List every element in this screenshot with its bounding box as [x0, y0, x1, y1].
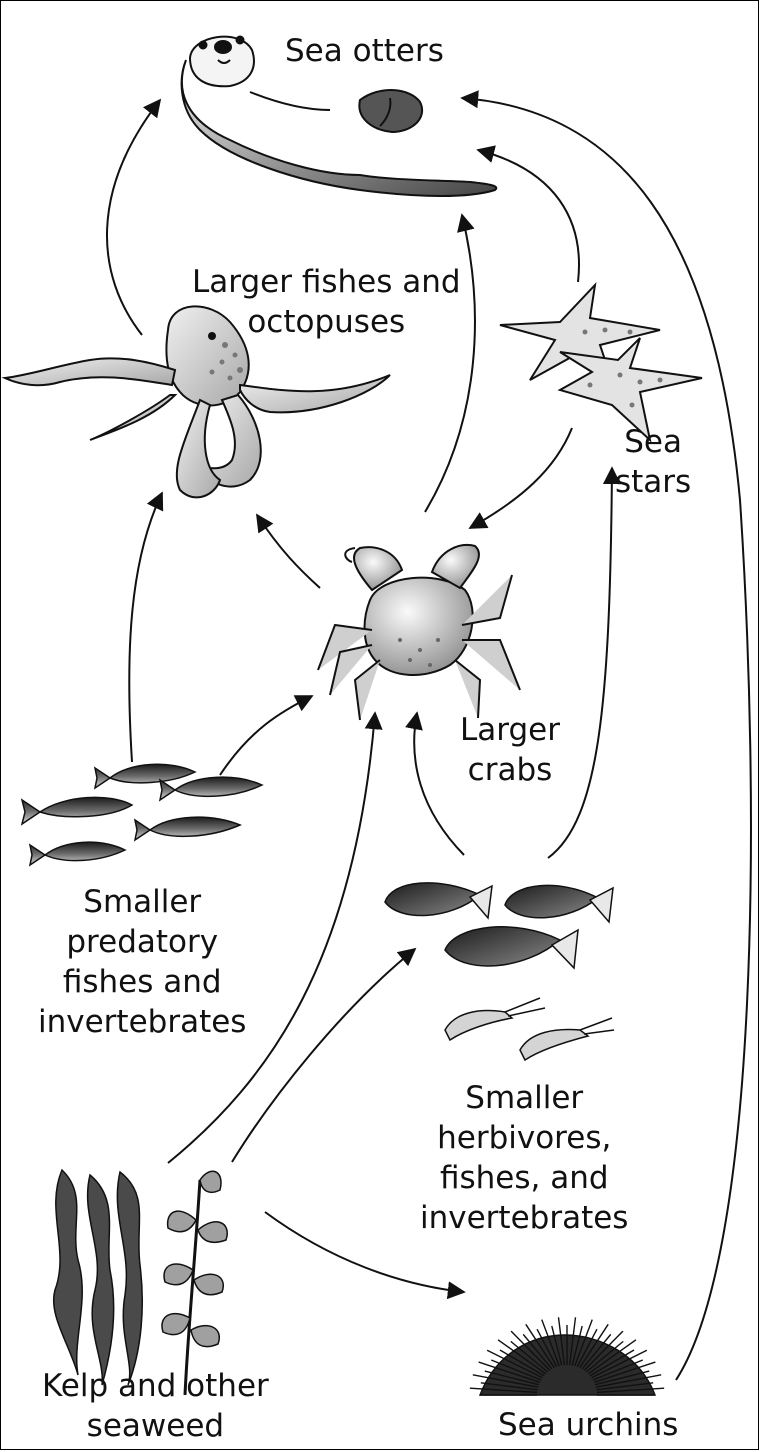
label-larger-crabs: Larger crabs — [460, 710, 560, 790]
label-smaller-predatory: Smaller predatory fishes and invertebrat… — [38, 882, 246, 1042]
label-sea-urchins: Sea urchins — [498, 1405, 678, 1445]
label-sea-stars: Sea stars — [615, 422, 691, 502]
kelp-illustration — [54, 1170, 143, 1385]
arrow-predfish-to-crab — [220, 696, 312, 775]
arrow-seastar-to-crab — [470, 428, 572, 528]
tuna-school-illustration — [22, 764, 262, 865]
sea-urchin-illustration — [470, 1317, 664, 1395]
arrow-crab-to-octopus — [257, 515, 320, 588]
arrow-seastar-to-otter — [478, 150, 579, 282]
crab-illustration — [318, 545, 520, 720]
arrow-octopus-to-otter — [107, 100, 160, 335]
label-kelp-and-seaweed: Kelp and other seaweed — [42, 1366, 269, 1446]
label-larger-fishes-and-octopuses: Larger fishes and octopuses — [192, 262, 461, 342]
arrow-herbivore-to-seastar — [548, 468, 612, 858]
label-sea-otters: Sea otters — [285, 31, 444, 71]
label-smaller-herbivores: Smaller herbivores, fishes, and inverteb… — [420, 1078, 628, 1238]
krill-illustration — [445, 998, 614, 1060]
arrow-kelp-to-herbivore — [232, 949, 415, 1162]
arrow-herbivore-to-crab — [414, 713, 464, 855]
arrow-predfish-to-octopus — [129, 493, 162, 762]
tang-fish-illustration — [385, 883, 613, 968]
seaweed-illustration — [162, 1171, 227, 1395]
arrow-crab-to-otter — [425, 215, 475, 512]
sea-star-illustration — [500, 285, 702, 440]
